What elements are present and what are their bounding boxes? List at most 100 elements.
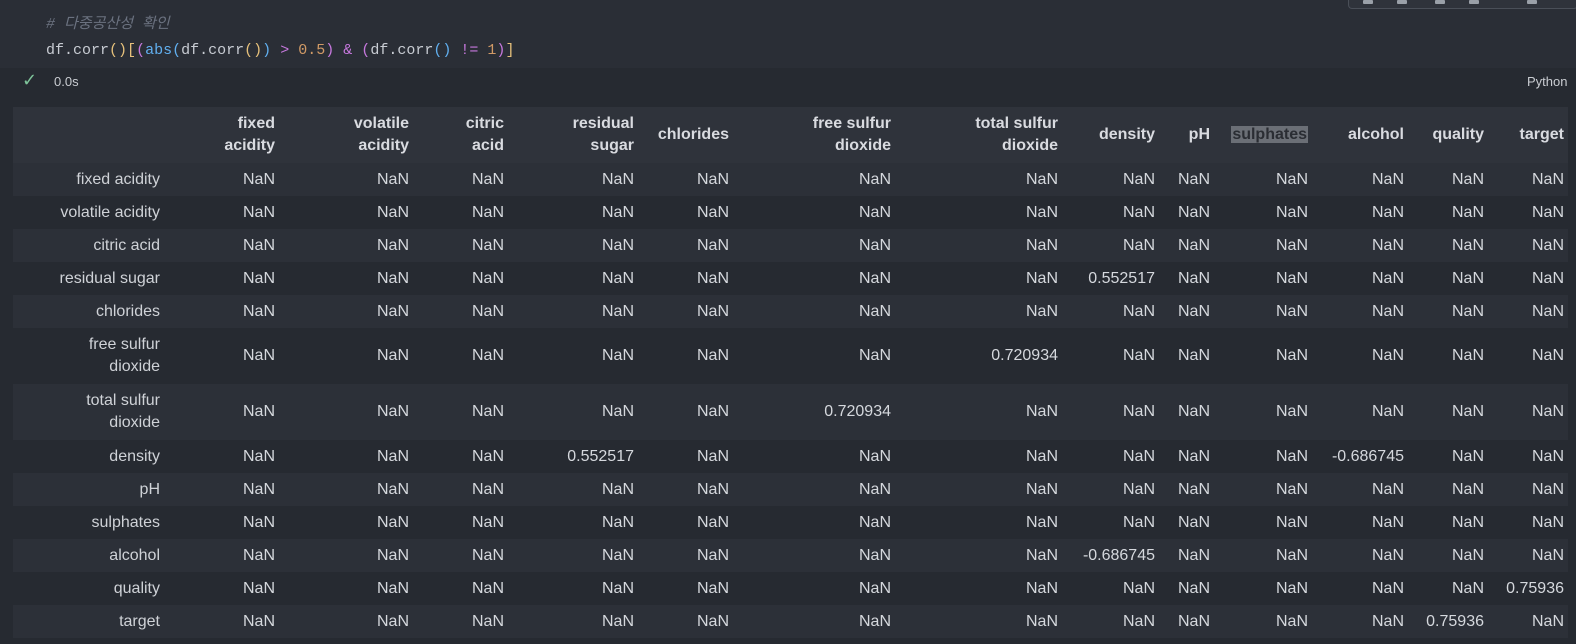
row-label: residual sugar: [59, 269, 161, 287]
table-cell: -0.686745: [1331, 447, 1404, 465]
table-cell: NaN: [471, 236, 504, 254]
table-cell: NaN: [1177, 347, 1210, 364]
table-cell: NaN: [858, 302, 891, 320]
toolbar-icon[interactable]: [1435, 0, 1445, 4]
table-cell: NaN: [471, 447, 504, 465]
table-cell: NaN: [242, 447, 275, 465]
table-cell: NaN: [1275, 403, 1308, 420]
table-cell: NaN: [858, 347, 891, 364]
table-cell: NaN: [601, 170, 634, 188]
column-header-label: density: [1098, 126, 1155, 143]
table-cell: NaN: [858, 269, 891, 287]
table-cell: NaN: [242, 612, 275, 630]
row-label: citric acid: [93, 236, 160, 254]
column-header-label: chlorides: [657, 126, 729, 143]
code-comment: # 다중공산성 확인: [46, 16, 170, 33]
table-cell: NaN: [858, 236, 891, 254]
toolbar-icon[interactable]: [1363, 0, 1373, 4]
row-label: target: [119, 612, 160, 630]
table-cell: NaN: [242, 480, 275, 498]
kernel-name[interactable]: Python: [1527, 74, 1568, 89]
column-header-label: pH: [1188, 126, 1210, 143]
column-header: target: [1488, 107, 1568, 163]
table-cell: NaN: [1371, 302, 1404, 320]
check-icon: ✓: [22, 70, 38, 91]
table-cell: NaN: [1025, 170, 1058, 188]
table-cell: NaN: [1531, 236, 1564, 254]
table-cell: NaN: [1177, 203, 1210, 221]
table-cell: NaN: [1275, 170, 1308, 188]
table-cell: NaN: [696, 546, 729, 564]
execution-time: 0.0s: [54, 74, 79, 89]
table-cell: NaN: [1531, 513, 1564, 531]
table-cell: NaN: [858, 203, 891, 221]
table-cell: NaN: [696, 347, 729, 364]
table-cell: NaN: [696, 302, 729, 320]
table-cell: NaN: [601, 579, 634, 597]
column-header: alcohol: [1312, 107, 1408, 163]
column-header-label: quality: [1432, 126, 1484, 143]
table-cell: NaN: [1275, 302, 1308, 320]
cell-toolbar[interactable]: [1348, 0, 1576, 9]
table-cell: NaN: [1531, 612, 1564, 630]
column-header-label: target: [1519, 126, 1564, 143]
table-cell: NaN: [858, 546, 891, 564]
table-cell: NaN: [1025, 203, 1058, 221]
table-cell: NaN: [858, 447, 891, 465]
table-cell: NaN: [1025, 612, 1058, 630]
table-cell: NaN: [601, 236, 634, 254]
table-cell: NaN: [601, 269, 634, 287]
table-cell: 0.75936: [1426, 612, 1484, 630]
table-cell: NaN: [1531, 302, 1564, 320]
table-cell: NaN: [1451, 403, 1484, 420]
table-cell: NaN: [1531, 269, 1564, 287]
table-cell: 0.720934: [824, 403, 891, 420]
table-cell: NaN: [1451, 302, 1484, 320]
column-header: chlorides: [638, 107, 733, 163]
table-cell: NaN: [1025, 480, 1058, 498]
column-header: pH: [1159, 107, 1214, 163]
code-line: df.corr()[(abs(df.corr()) > 0.5) & (df.c…: [46, 42, 515, 59]
table-cell: NaN: [1531, 170, 1564, 188]
table-cell: NaN: [1371, 612, 1404, 630]
table-cell: NaN: [376, 447, 409, 465]
toolbar-icon[interactable]: [1527, 0, 1537, 4]
code-cell-editor[interactable]: # 다중공산성 확인 df.corr()[(abs(df.corr()) > 0…: [0, 0, 1576, 68]
column-header: quality: [1408, 107, 1488, 163]
table-cell: NaN: [1177, 236, 1210, 254]
cell-status-bar: ✓ 0.0s Python: [0, 68, 1576, 96]
toolbar-icon[interactable]: [1469, 0, 1479, 4]
table-cell: NaN: [1275, 347, 1308, 364]
table-cell: NaN: [1275, 612, 1308, 630]
table-cell: NaN: [1451, 480, 1484, 498]
table-cell: NaN: [1371, 403, 1404, 420]
table-cell: NaN: [376, 546, 409, 564]
table-cell: NaN: [1177, 269, 1210, 287]
table-cell: NaN: [1451, 546, 1484, 564]
table-cell: -0.686745: [1082, 546, 1155, 564]
table-cell: NaN: [1531, 546, 1564, 564]
table-cell: NaN: [1371, 170, 1404, 188]
table-cell: NaN: [858, 612, 891, 630]
table-cell: NaN: [1122, 302, 1155, 320]
table-cell: NaN: [242, 302, 275, 320]
table-cell: NaN: [1531, 403, 1564, 420]
table-cell: NaN: [696, 403, 729, 420]
table-cell: NaN: [376, 612, 409, 630]
table-cell: NaN: [1371, 269, 1404, 287]
toolbar-icon[interactable]: [1397, 0, 1407, 4]
table-cell: NaN: [1451, 347, 1484, 364]
